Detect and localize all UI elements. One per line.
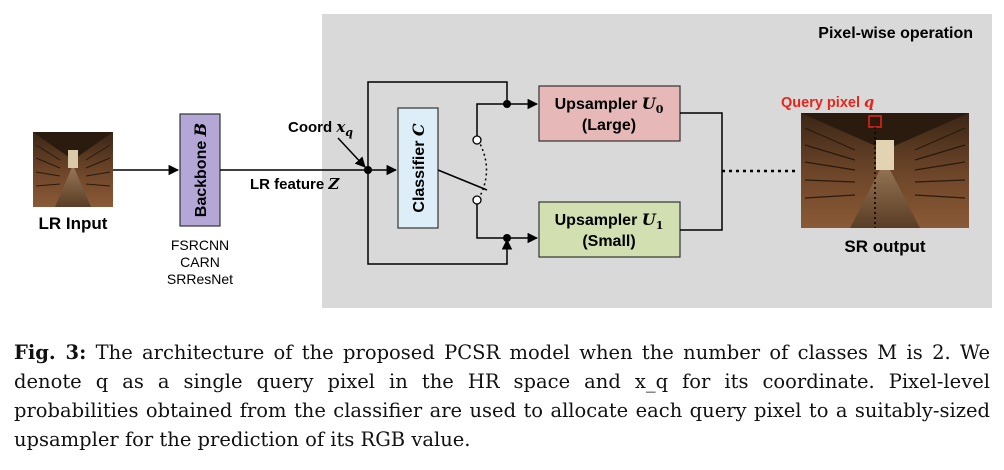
upsampler-small-size: (Small) <box>582 233 635 250</box>
upsampler-large-size: (Large) <box>582 117 636 134</box>
upsampler-small-block <box>538 201 681 258</box>
caption-text: The architecture of the proposed PCSR mo… <box>14 341 990 451</box>
lr-input-label: LR Input <box>39 214 108 233</box>
figure-caption: Fig. 3: The architecture of the proposed… <box>14 338 990 454</box>
backbone-label: Backbone B <box>191 123 210 217</box>
region-label: Pixel-wise operation <box>818 25 973 42</box>
switch-terminal-small <box>472 195 482 205</box>
coord-label: Coord xq <box>288 118 353 139</box>
lr-input-image <box>33 132 113 207</box>
switch-terminal-large <box>472 135 482 145</box>
upsampler-small-title: Upsampler U1 <box>555 210 664 232</box>
sr-output-image <box>801 113 969 228</box>
caption-label: Fig. 3: <box>14 341 87 364</box>
query-pixel-label: Query pixel q <box>781 94 874 111</box>
backbone-option-fsrcnn: FSRCNN <box>171 237 229 253</box>
upsampler-large-title: Upsampler U0 <box>555 94 664 116</box>
lr-feature-label: LR feature Z <box>250 175 340 193</box>
backbone-option-carn: CARN <box>180 254 220 270</box>
sr-output-label: SR output <box>844 237 926 256</box>
classifier-label: Classifier C <box>409 123 428 213</box>
backbone-block <box>179 113 221 227</box>
classifier-block <box>397 107 439 229</box>
architecture-diagram: Pixel-wise operation LR Input Backbone B… <box>33 14 992 308</box>
backbone-option-srresnet: SRResNet <box>167 271 233 287</box>
